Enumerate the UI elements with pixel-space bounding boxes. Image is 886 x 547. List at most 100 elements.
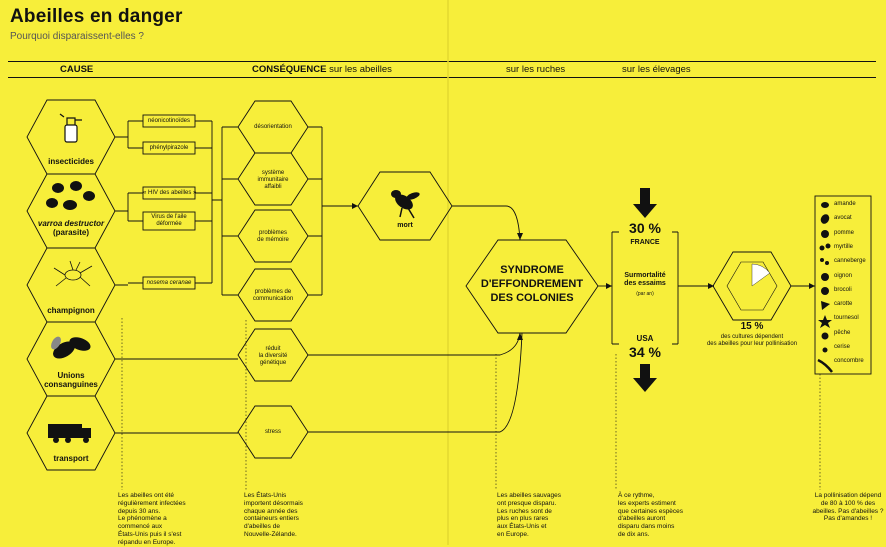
cause-label-unions-2: consanguines <box>44 380 98 390</box>
crop-item: pêche <box>834 329 851 336</box>
column-consequence: CONSÉQUENCE sur les abeilles <box>252 64 392 75</box>
footnote-line: répandu en Europe. <box>118 538 176 546</box>
mite-icon <box>46 181 95 210</box>
onion-icon <box>821 273 829 281</box>
almond-icon <box>821 202 829 208</box>
cause-label-unions: Unions consanguines <box>37 371 105 389</box>
surmortalite-label: Surmortalité des essaims <box>615 272 675 288</box>
crops-bracket <box>814 195 872 375</box>
footnote-line: ont presque disparu. <box>497 499 557 507</box>
crop-item: oignon <box>834 272 853 279</box>
cause-label-unions-1: Unions <box>57 371 85 380</box>
footnote-line: Les abeilles sauvages <box>497 492 561 499</box>
footnote-line: en Europe. <box>497 530 529 538</box>
down-arrow-icon <box>633 188 657 218</box>
footnote-line: États-Unis puis il s'est <box>118 530 182 538</box>
carrot-icon <box>821 301 830 310</box>
par-an-label: (par an) <box>636 291 654 297</box>
page-subtitle: Pourquoi disparaissent-elles ? <box>10 31 144 42</box>
footnote-line: La pollinisation dépend <box>814 492 882 499</box>
france-label: FRANCE <box>630 239 660 246</box>
agent-nosema: nosema ceranae <box>146 280 192 286</box>
syndrome-line-2: D'EFFONDREMENT <box>480 277 584 290</box>
usa-value: 34 % <box>629 344 661 360</box>
syndrome-line-1: SYNDROME <box>500 264 564 276</box>
column-header-bar <box>8 61 876 78</box>
conseq-systeme-3: affaibli <box>264 183 282 190</box>
conseq-desorientation: désorientation <box>254 124 292 130</box>
crop-item: avocat <box>834 215 852 222</box>
crop-item: brocoli <box>834 286 852 293</box>
agent-virus: Virus de l'aile déformée <box>143 214 195 228</box>
pollination-value: 15 % <box>740 321 764 332</box>
conseq-genetique: réduit la diversité génétique <box>240 346 306 367</box>
france-value: 30 % <box>629 220 661 236</box>
fungus-bee-icon <box>53 260 93 287</box>
mort-label: mort <box>397 222 413 229</box>
footnote-line: importent désormais <box>244 499 303 507</box>
surmortalite-2: des essaims <box>624 280 666 288</box>
page-title: Abeilles en danger <box>10 6 183 27</box>
footnote-line: Les ruches sont de <box>497 507 552 515</box>
hex-genetique <box>237 328 309 382</box>
footnote-line: plus en plus rares <box>497 515 549 523</box>
conseq-communication-2: communication <box>252 295 294 302</box>
syndrome-label: SYNDROME D'EFFONDREMENT DES COLONIES <box>470 264 594 305</box>
footnote-line: que certaines espèces <box>618 507 684 515</box>
cause-label-varroa-sub: (parasite) <box>52 228 89 238</box>
cranberry-icon <box>820 258 824 262</box>
pollination-wedge <box>751 263 771 287</box>
column-consequence-bold: CONSÉQUENCE <box>252 64 327 75</box>
hex-syndrome <box>465 239 599 334</box>
conseq-systeme-2: immunitaire <box>257 176 289 183</box>
column-cause: CAUSE <box>60 64 94 75</box>
footnote-line: À ce rythme, <box>618 492 655 499</box>
broccoli-icon <box>821 287 829 295</box>
hex-stress <box>237 405 309 459</box>
cause-label-transport: transport <box>53 454 89 463</box>
agent-neonicotinoides: néonicotinoïdes <box>147 118 191 124</box>
avocado-icon <box>820 214 830 224</box>
cause-label-varroa-italic: varroa destructor <box>37 219 105 228</box>
blueberry-icon <box>819 245 825 251</box>
crop-item: myrtille <box>834 243 853 250</box>
conseq-memoire-1: problèmes <box>258 230 287 236</box>
syndrome-line-3: DES COLONIES <box>490 291 574 304</box>
crop-item: canneberge <box>834 258 866 265</box>
truck-icon <box>48 424 91 443</box>
footnote-line: régulièrement infectées <box>118 499 186 507</box>
pollination-text-2: des abeilles pour leur pollinisation <box>706 340 798 347</box>
footnote-line: chaque année des <box>244 507 298 515</box>
hex-transport <box>26 395 116 471</box>
conseq-genetique-2: la diversité <box>258 352 288 359</box>
footnote-line: de dix ans. <box>618 530 650 538</box>
footnote-line: disparu dans moins <box>618 523 675 531</box>
crop-item: concombre <box>834 358 864 365</box>
apple-icon <box>821 230 829 238</box>
agent-phenylpirazole: phénylpirazole <box>149 145 189 151</box>
cause-label-insecticides: insecticides <box>48 157 94 166</box>
sunflower-icon <box>818 315 832 328</box>
footnote-line: de 80 à 100 % des <box>820 499 876 507</box>
column-consequence-rest: sur les abeilles <box>326 64 392 75</box>
footnote-line: les experts estiment <box>618 499 676 507</box>
conseq-systeme-1: système <box>261 170 285 176</box>
conseq-genetique-1: réduit <box>265 346 281 352</box>
footnote-line: d'abeilles auront <box>618 515 666 523</box>
cucumber-icon <box>817 358 833 373</box>
agent-virus-2: déformée <box>156 220 182 227</box>
cause-label-varroa: varroa destructor (parasite) <box>31 219 111 237</box>
usa-label: USA <box>636 334 654 343</box>
footnote-line: depuis 30 ans. <box>118 507 161 515</box>
conseq-memoire: problèmes de mémoire <box>240 230 306 244</box>
dead-bee-icon <box>391 190 420 219</box>
footnote-line: abeilles. Pas d'abeilles ? <box>812 507 884 515</box>
down-arrow-icon <box>633 364 657 392</box>
peach-icon <box>821 332 829 340</box>
conseq-memoire-2: de mémoire <box>257 236 289 243</box>
column-ruches: sur les ruches <box>506 64 566 75</box>
